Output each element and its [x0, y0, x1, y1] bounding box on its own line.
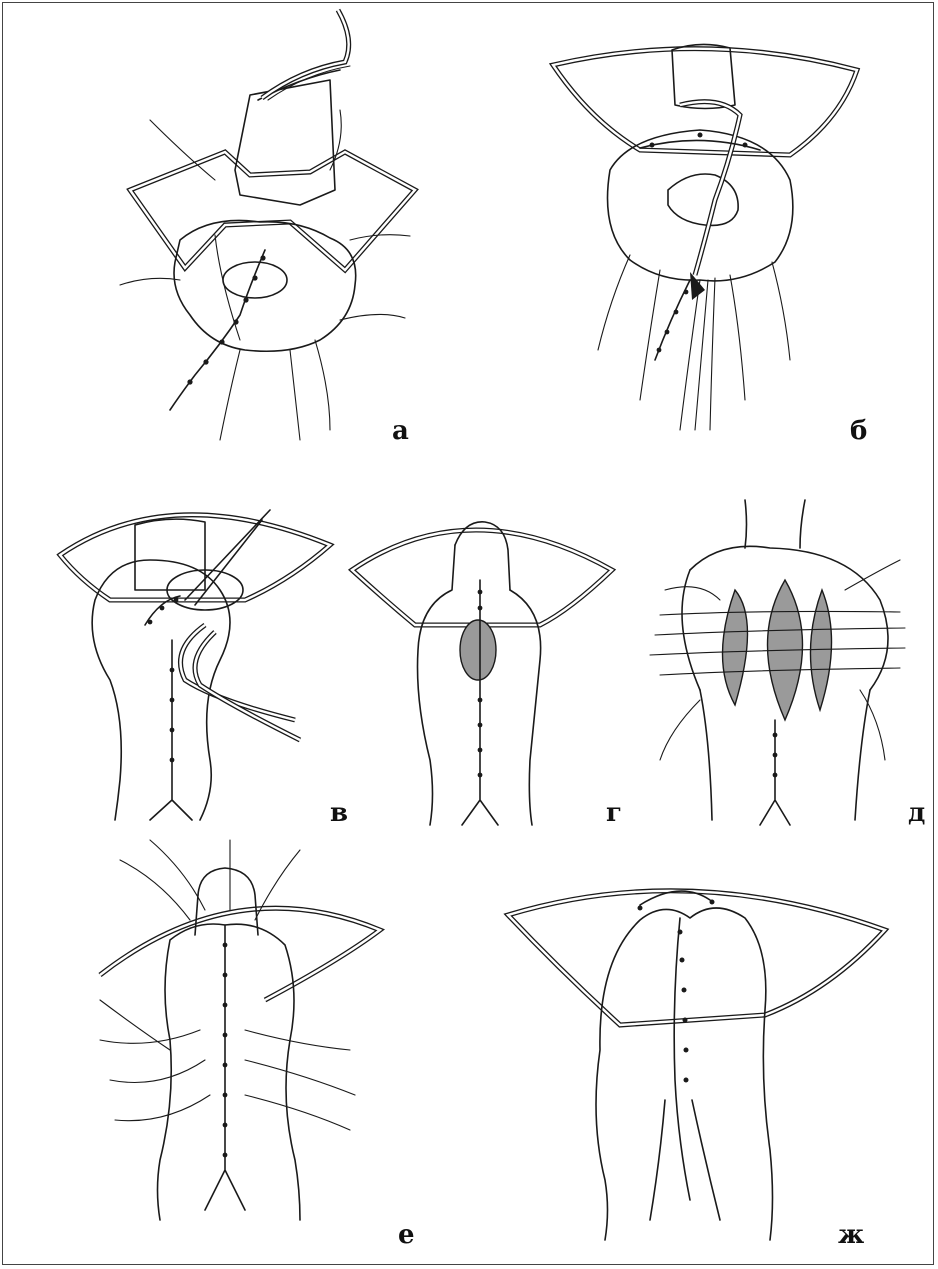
panel-label-b: б — [850, 418, 867, 444]
panel-label-d: д — [908, 800, 925, 826]
panel-label-v: в — [330, 800, 348, 826]
panel-a-drawing — [120, 10, 415, 440]
panel-label-a: а — [392, 418, 409, 444]
panel-d-drawing — [650, 500, 905, 825]
panel-label-e: е — [398, 1222, 415, 1248]
panel-zh-drawing — [508, 891, 885, 1240]
panel-g-drawing — [352, 522, 612, 825]
panel-v-drawing — [60, 510, 330, 820]
panel-label-zh: ж — [838, 1222, 864, 1248]
panel-e-drawing — [100, 840, 380, 1220]
panel-label-g: г — [606, 800, 622, 826]
panel-b-drawing — [553, 44, 857, 430]
